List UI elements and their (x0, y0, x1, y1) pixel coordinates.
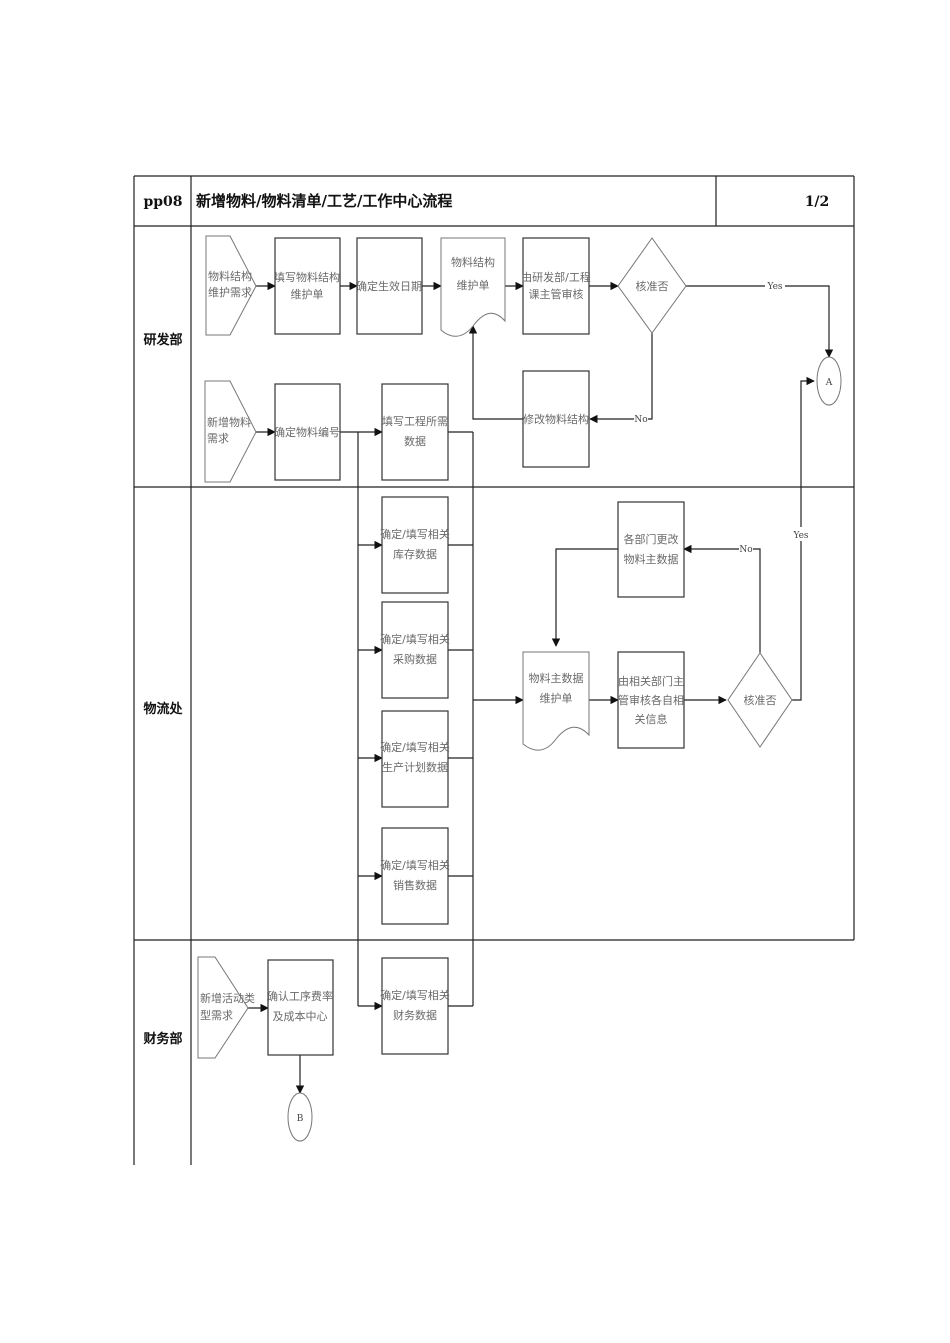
edge-approve-no-to-modify (589, 333, 653, 424)
node-label: 销售数据 (393, 878, 437, 892)
edge-approve-yes-to-a (686, 285, 834, 358)
node-label: 财务数据 (393, 1008, 437, 1022)
node-bom-form-doc[interactable]: 物料结构 维护单 (440, 237, 506, 337)
node-fill-bom-form[interactable]: 填写物料结构 维护单 (274, 237, 341, 335)
node-fill-finance-data[interactable]: 确定/填写相关 财务数据 (380, 957, 450, 1055)
node-label: 确定/填写相关 (380, 740, 450, 754)
edge-modify-to-doc (468, 325, 523, 420)
node-label: 课主管审核 (529, 287, 584, 301)
node-label: 物料主数据 (624, 552, 679, 566)
page-title: 新增物料/物料清单/工艺/工作中心流程 (196, 192, 452, 210)
node-label: B (297, 1114, 304, 1124)
edge-approve2-no-to-modify (683, 544, 761, 653)
node-fill-sales-data[interactable]: 确定/填写相关 销售数据 (380, 827, 450, 925)
node-label: 各部门更改 (624, 532, 679, 546)
process-code: pp08 (143, 194, 182, 210)
lane-label-finance: 财务部 (143, 1031, 182, 1047)
edge-label-yes-2: Yes (792, 531, 808, 541)
page-number: 1/2 (805, 194, 830, 210)
node-label: 关信息 (635, 712, 668, 726)
node-label: 及成本中心 (273, 1009, 328, 1023)
node-label: A (825, 378, 833, 388)
node-label: 物料结构 (208, 269, 252, 283)
node-label: 维护需求 (208, 285, 252, 299)
lane-label-rd: 研发部 (143, 332, 182, 348)
node-start-activity-type[interactable]: 新增活动类 型需求 (197, 956, 255, 1059)
node-label: 确定物料编号 (274, 425, 340, 439)
node-approve-2[interactable]: 核准否 (727, 652, 793, 748)
node-label: 型需求 (200, 1008, 233, 1022)
node-label: 物料结构 (451, 255, 495, 269)
node-label: 新增物料 (207, 415, 251, 429)
node-set-effective-date[interactable]: 确定生效日期 (356, 237, 423, 335)
node-rd-review[interactable]: 由研发部/工程 课主管审核 (521, 237, 591, 335)
node-label: 确定/填写相关 (380, 527, 450, 541)
node-label: 维护单 (540, 691, 573, 705)
node-label: 管审核各自相 (618, 693, 684, 707)
node-label: 确定/填写相关 (380, 632, 450, 646)
node-label: 数据 (404, 434, 426, 448)
node-label: 修改物料结构 (523, 412, 589, 426)
node-approve-1[interactable]: 核准否 (617, 237, 687, 334)
node-label: 核准否 (636, 279, 669, 293)
node-label: 新增活动类 (200, 991, 255, 1005)
node-label: 确定/填写相关 (380, 988, 450, 1002)
edge-label-yes-1: Yes (766, 282, 782, 292)
node-label: 确认工序费率 (267, 989, 333, 1003)
node-label: 填写物料结构 (274, 270, 340, 284)
node-master-data-doc[interactable]: 物料主数据 维护单 (522, 651, 590, 751)
node-label: 需求 (207, 432, 229, 445)
edge-label-no-1: No (634, 415, 647, 425)
node-dept-modify-master[interactable]: 各部门更改 物料主数据 (617, 501, 685, 598)
node-fill-engineering-data[interactable]: 填写工程所需 数据 (381, 383, 449, 481)
node-start-new-material[interactable]: 新增物料 需求 (204, 380, 257, 483)
edge-modify-to-master-doc (551, 548, 618, 647)
node-connector-a[interactable]: A (816, 356, 842, 406)
node-label: 确定生效日期 (356, 279, 422, 293)
node-label: 维护单 (291, 287, 324, 301)
node-label: 生产计划数据 (382, 760, 448, 774)
node-confirm-rate-cost-center[interactable]: 确认工序费率 及成本中心 (267, 959, 334, 1056)
node-fill-purchase-data[interactable]: 确定/填写相关 采购数据 (380, 601, 450, 699)
swimlane-table (133, 175, 855, 1165)
node-connector-b[interactable]: B (287, 1092, 313, 1142)
node-modify-bom[interactable]: 修改物料结构 (522, 370, 590, 468)
node-label: 确定/填写相关 (380, 858, 450, 872)
node-label: 填写工程所需 (382, 414, 448, 428)
edge-label-no-2: No (739, 545, 752, 555)
node-fill-production-data[interactable]: 确定/填写相关 生产计划数据 (380, 710, 450, 808)
node-label: 维护单 (457, 278, 490, 292)
node-label: 采购数据 (393, 652, 437, 666)
node-dept-review[interactable]: 由相关部门主 管审核各自相 关信息 (617, 651, 685, 749)
node-label: 库存数据 (393, 547, 437, 561)
node-label: 物料主数据 (529, 671, 584, 685)
node-assign-material-no[interactable]: 确定物料编号 (274, 383, 341, 481)
lane-label-logistics: 物流处 (143, 701, 183, 717)
node-label: 由相关部门主 (618, 674, 684, 688)
node-label: 由研发部/工程 (521, 270, 591, 284)
node-fill-inventory-data[interactable]: 确定/填写相关 库存数据 (380, 496, 450, 594)
node-start-bom-req[interactable]: 物料结构 维护需求 (205, 235, 257, 336)
node-label: 核准否 (744, 693, 777, 707)
